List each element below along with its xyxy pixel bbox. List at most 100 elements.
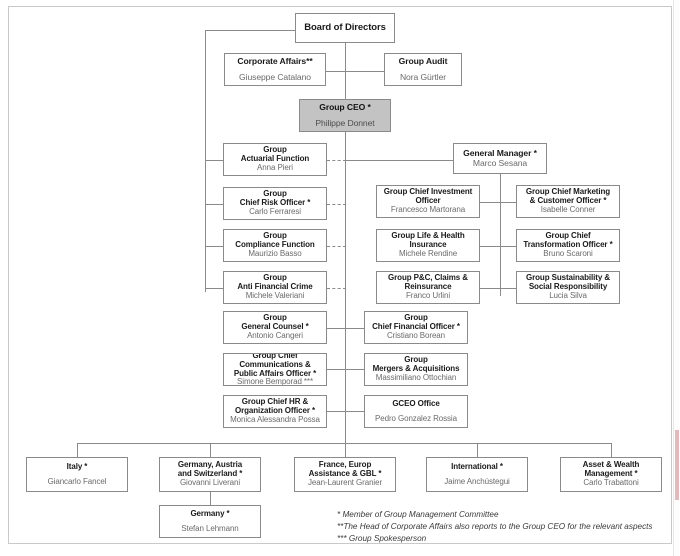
node-person: Maurizio Basso <box>248 248 302 258</box>
node-title: Germany * <box>190 508 230 518</box>
footnotes: * Member of Group Management Committee *… <box>337 509 657 545</box>
node-title: International * <box>451 461 503 471</box>
node-region-germany[interactable]: Germany * Stefan Lehmann <box>159 505 261 538</box>
node-title: Group CEO * <box>319 101 371 112</box>
node-title-line1: Group Sustainability & <box>525 273 611 283</box>
connector-ceo-counsel <box>327 328 346 329</box>
node-group-audit[interactable]: Group Audit Nora Gürtler <box>384 53 462 86</box>
node-title-line1: Asset & Wealth <box>582 460 640 470</box>
node-group-chief-communications-public-affairs-officer[interactable]: Group Chief Communications & Public Affa… <box>223 353 327 386</box>
node-board-of-directors[interactable]: Board of Directors <box>295 13 395 43</box>
node-title-line1: Group <box>263 231 287 241</box>
node-group-ceo[interactable]: Group CEO * Philippe Donnet <box>299 99 391 132</box>
vertical-scrollbar[interactable] <box>673 0 680 556</box>
footnote-line-3: *** Group Spokesperson <box>337 533 427 543</box>
node-person: Bruno Scaroni <box>543 248 593 258</box>
node-group-chief-risk-officer[interactable]: Group Chief Risk Officer * Carlo Ferrare… <box>223 187 327 220</box>
node-title-line2: Mergers & Acquisitions <box>372 364 460 374</box>
node-title-line2: Actuarial Function <box>240 154 310 164</box>
node-title-line2: Anti Financial Crime <box>237 282 313 292</box>
node-person: Massimiliano Ottochian <box>375 372 457 382</box>
node-person: Lucia Silva <box>549 290 587 300</box>
connector-stub-compliance <box>205 246 223 247</box>
node-title-line2: Insurance <box>409 240 447 250</box>
node-general-manager[interactable]: General Manager * Marco Sesana <box>453 143 547 174</box>
node-gceo-office[interactable]: GCEO Office Pedro Gonzalez Rossia <box>364 395 468 428</box>
node-group-chief-investment-officer[interactable]: Group Chief Investment Officer Francesco… <box>376 185 480 218</box>
scrollbar-thumb[interactable] <box>675 430 679 500</box>
node-person: Antonio Cangeri <box>247 330 303 340</box>
connector-region-dach <box>210 443 211 457</box>
node-person: Nora Gürtler <box>399 71 447 82</box>
node-person: Giovanni Liverani <box>179 477 241 487</box>
node-group-chief-financial-officer[interactable]: Group Chief Financial Officer * Cristian… <box>364 311 468 344</box>
node-person: Franco Urlini <box>405 290 451 300</box>
node-title-line2: Officer <box>415 196 441 206</box>
footnote-line-2: **The Head of Corporate Affairs also rep… <box>337 521 653 531</box>
node-title-line1: Group Life & Health <box>391 231 465 241</box>
node-person: Francesco Martorana <box>390 204 466 214</box>
node-region-international[interactable]: International * Jaime Anchústegui <box>426 457 528 492</box>
node-person: Carlo Ferraresi <box>249 206 301 216</box>
node-person: Carlo Trabattoni <box>583 477 639 487</box>
connector-gm-to-lifehealth <box>480 246 501 247</box>
connector-gm-to-marketing <box>500 202 516 203</box>
node-region-asset-wealth-management[interactable]: Asset & Wealth Management * Carlo Trabat… <box>560 457 662 492</box>
connector-stub-actuarial <box>205 160 223 161</box>
node-group-anti-financial-crime[interactable]: Group Anti Financial Crime Michele Valer… <box>223 271 327 304</box>
node-person: Isabelle Conner <box>540 204 596 214</box>
node-title-line3: Public Affairs Officer * <box>233 368 317 378</box>
connector-ceo-gceo-office <box>345 411 364 412</box>
footnote-line-1: * Member of Group Management Committee <box>337 510 499 519</box>
node-title: Italy * <box>66 461 88 471</box>
node-group-life-health-insurance[interactable]: Group Life & Health Insurance Michele Re… <box>376 229 480 262</box>
node-group-chief-hr-organization-officer[interactable]: Group Chief HR & Organization Officer * … <box>223 395 327 428</box>
node-person: Jaime Anchústegui <box>444 476 510 486</box>
node-title: General Manager * <box>463 147 537 158</box>
node-group-compliance-function[interactable]: Group Compliance Function Maurizio Basso <box>223 229 327 262</box>
node-corporate-affairs[interactable]: Corporate Affairs** Giuseppe Catalano <box>224 53 326 86</box>
node-title-line2: Chief Risk Officer * <box>239 198 311 208</box>
connector-gm-to-sustainability <box>500 288 516 289</box>
connector-stub-risk <box>205 204 223 205</box>
node-group-chief-transformation-officer[interactable]: Group Chief Transformation Officer * Bru… <box>516 229 620 262</box>
connector-gm-to-investment <box>480 202 501 203</box>
node-title: Corporate Affairs** <box>237 55 313 66</box>
node-title-line1: Group Chief <box>545 231 591 241</box>
node-title-line1: Group <box>263 313 287 323</box>
connector-affairs-audit <box>326 71 384 72</box>
node-person: Monica Alessandra Possa <box>230 414 320 424</box>
connector-stub-afc <box>205 288 223 289</box>
connector-dach-germany <box>210 492 211 505</box>
node-group-sustainability-social-responsibility[interactable]: Group Sustainability & Social Responsibi… <box>516 271 620 304</box>
node-title-line1: France, Europ <box>318 460 372 470</box>
connector-region-france <box>345 443 346 457</box>
node-title-line1: Group <box>404 313 428 323</box>
node-title: Board of Directors <box>304 21 386 33</box>
connector-region-bus <box>77 443 611 444</box>
node-group-general-counsel[interactable]: Group General Counsel * Antonio Cangeri <box>223 311 327 344</box>
node-title-line2: Management * <box>584 469 638 479</box>
node-group-actuarial-function[interactable]: Group Actuarial Function Anna Pieri <box>223 143 327 176</box>
node-group-mergers-acquisitions[interactable]: Group Mergers & Acquisitions Massimilian… <box>364 353 468 386</box>
node-title-line2: Reinsurance <box>404 282 452 292</box>
node-title-line1: Group Chief Marketing <box>525 187 611 197</box>
node-group-pc-claims-reinsurance[interactable]: Group P&C, Claims & Reinsurance Franco U… <box>376 271 480 304</box>
connector-dashed-risk <box>327 204 346 205</box>
node-person: Jean-Laurent Granier <box>307 477 383 487</box>
node-title: GCEO Office <box>392 398 440 408</box>
connector-gm-to-pc <box>480 288 501 289</box>
node-title-line2: Chief Financial Officer * <box>372 322 460 332</box>
node-region-france-europ-assistance-gbl[interactable]: France, Europ Assistance & GBL * Jean-La… <box>294 457 396 492</box>
node-title-line1: Group Chief Investment <box>383 187 473 197</box>
node-title-line2: Organization Officer * <box>234 406 316 416</box>
connector-ceo-comms <box>327 369 346 370</box>
node-group-chief-marketing-customer-officer[interactable]: Group Chief Marketing & Customer Officer… <box>516 185 620 218</box>
connector-spine-center <box>345 43 346 108</box>
node-person: Michele Rendine <box>398 248 458 258</box>
node-title-line1: Group <box>263 189 287 199</box>
node-region-germany-austria-switzerland[interactable]: Germany, Austria and Switzerland * Giova… <box>159 457 261 492</box>
connector-ceo-gm <box>345 160 453 161</box>
node-person: Michele Valeriani <box>245 290 305 300</box>
node-region-italy[interactable]: Italy * Giancarlo Fancel <box>26 457 128 492</box>
